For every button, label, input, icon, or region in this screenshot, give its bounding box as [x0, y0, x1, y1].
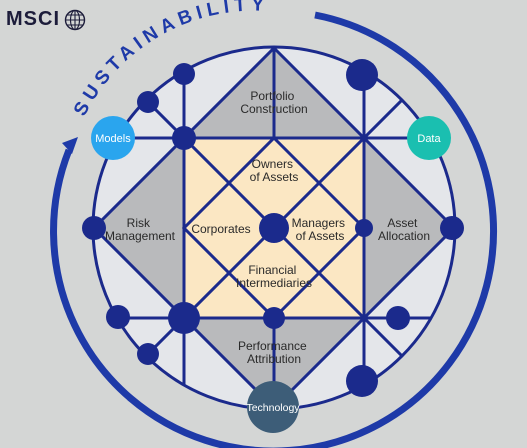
label-corporates: Corporates	[191, 222, 250, 236]
models-circle	[91, 116, 135, 160]
models-label: Models	[95, 133, 131, 145]
msci-logo: MSCI	[6, 8, 86, 31]
node-outer-top-left	[173, 63, 195, 85]
models-badge[interactable]: Models	[91, 116, 135, 160]
node-outer-right	[440, 216, 464, 240]
data-circle	[407, 116, 451, 160]
label-financial-intermediaries: Financial Intermediaries	[236, 263, 312, 290]
node-bottom-left-corner	[168, 302, 200, 334]
technology-badge[interactable]: Technology	[246, 381, 300, 433]
globe-icon	[64, 9, 86, 30]
label-managers-of-assets: Managers of Assets	[292, 216, 349, 243]
technology-label: Technology	[246, 402, 300, 414]
node-right-mid	[355, 219, 373, 237]
data-badge[interactable]: Data	[407, 116, 451, 160]
node-outer-ul	[137, 91, 159, 113]
technology-circle	[247, 381, 299, 433]
label-asset-allocation: Asset Allocation	[378, 216, 430, 243]
node-bottom-mid	[263, 307, 285, 329]
logo-text: MSCI	[6, 8, 60, 30]
node-outer-left	[82, 216, 106, 240]
right-triangle	[364, 138, 454, 318]
left-triangle	[94, 138, 184, 318]
sustainability-ring	[50, 11, 498, 448]
label-portfolio-construction: Portfolio Construction	[240, 89, 307, 116]
node-center	[259, 213, 289, 243]
ring-arrowhead	[62, 137, 78, 154]
node-outer-left-low	[137, 343, 159, 365]
data-label: Data	[417, 133, 441, 145]
nodes	[82, 59, 464, 397]
node-outer-top-right	[346, 59, 378, 91]
node-outer-bl	[106, 305, 130, 329]
label-risk-management: Risk Management	[105, 216, 176, 243]
label-owners-of-assets: Owners of Assets	[250, 157, 299, 184]
node-outer-bottom-right	[346, 365, 378, 397]
node-top-left-corner	[172, 126, 196, 150]
label-performance-attribution: Performance Attribution	[238, 339, 310, 366]
node-outer-right-low	[386, 306, 410, 330]
